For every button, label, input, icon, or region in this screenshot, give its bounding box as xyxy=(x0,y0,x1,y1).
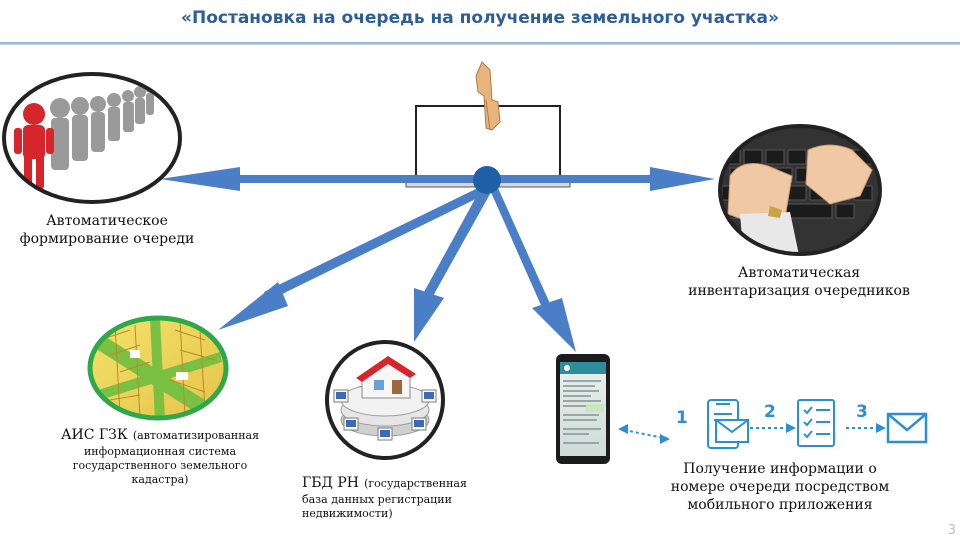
cadastral-map-icon xyxy=(87,315,229,421)
inventory-label: Автоматическая инвентаризация очереднико… xyxy=(664,264,934,300)
mobile-label-line2: номере очереди посредством xyxy=(670,479,890,496)
gzk-label: АИС ГЗК (автоматизированная информационн… xyxy=(40,424,280,488)
real-estate-database-icon xyxy=(325,340,445,460)
arrow-to-gzk xyxy=(218,186,490,330)
gzk-desc-line3: государственного земельного xyxy=(72,459,248,473)
gzk-abbr: АИС ГЗК xyxy=(60,427,128,443)
mobile-label-line3: мобильного приложения xyxy=(687,497,873,514)
keyboard-typing-icon xyxy=(718,124,882,256)
page-number: 3 xyxy=(947,523,956,538)
gbd-desc-line3: недвижимости) xyxy=(302,507,393,521)
smartphone-icon xyxy=(556,354,610,464)
arrow-to-inventory xyxy=(495,167,715,191)
gbd-label: ГБД РН (государственная база данных реги… xyxy=(302,472,482,521)
page-title: «Постановка на очередь на получение земе… xyxy=(181,8,779,28)
mobile-label-line1: Получение информации о xyxy=(683,461,877,477)
arrow-to-gbd xyxy=(414,190,490,342)
gbd-desc-line2: база данных регистрации xyxy=(302,492,452,506)
title-divider xyxy=(0,42,960,45)
queue-label-line2: формирование очереди xyxy=(19,231,195,248)
envelope-icon xyxy=(886,412,928,444)
gzk-desc-line2: информационная система xyxy=(83,444,237,458)
connection-arrows xyxy=(160,167,715,352)
arrow-to-mobile xyxy=(490,188,576,352)
queue-label: Автоматическое формирование очереди xyxy=(2,212,212,248)
mobile-label: Получение информации о номере очереди по… xyxy=(648,460,912,515)
gzk-desc-line1: (автоматизированная xyxy=(132,429,260,442)
queue-people-icon xyxy=(2,72,182,204)
step-number-3: 3 xyxy=(856,402,868,422)
mobile-flow-arrows xyxy=(618,423,886,444)
step-number-1: 1 xyxy=(676,408,688,428)
gzk-desc-line4: кадастра) xyxy=(131,473,189,487)
arrow-to-queue xyxy=(160,167,480,191)
queue-label-line1: Автоматическое xyxy=(46,213,168,229)
phone-message-icon xyxy=(707,399,749,449)
gbd-abbr: ГБД РН xyxy=(302,475,360,491)
inventory-label-line1: Автоматическая xyxy=(737,265,861,281)
step-number-2: 2 xyxy=(764,402,776,422)
checklist-icon xyxy=(797,399,835,447)
inventory-label-line2: инвентаризация очередников xyxy=(688,283,910,300)
gbd-desc-line1: (государственная xyxy=(364,477,467,490)
central-hub-node xyxy=(473,166,501,194)
